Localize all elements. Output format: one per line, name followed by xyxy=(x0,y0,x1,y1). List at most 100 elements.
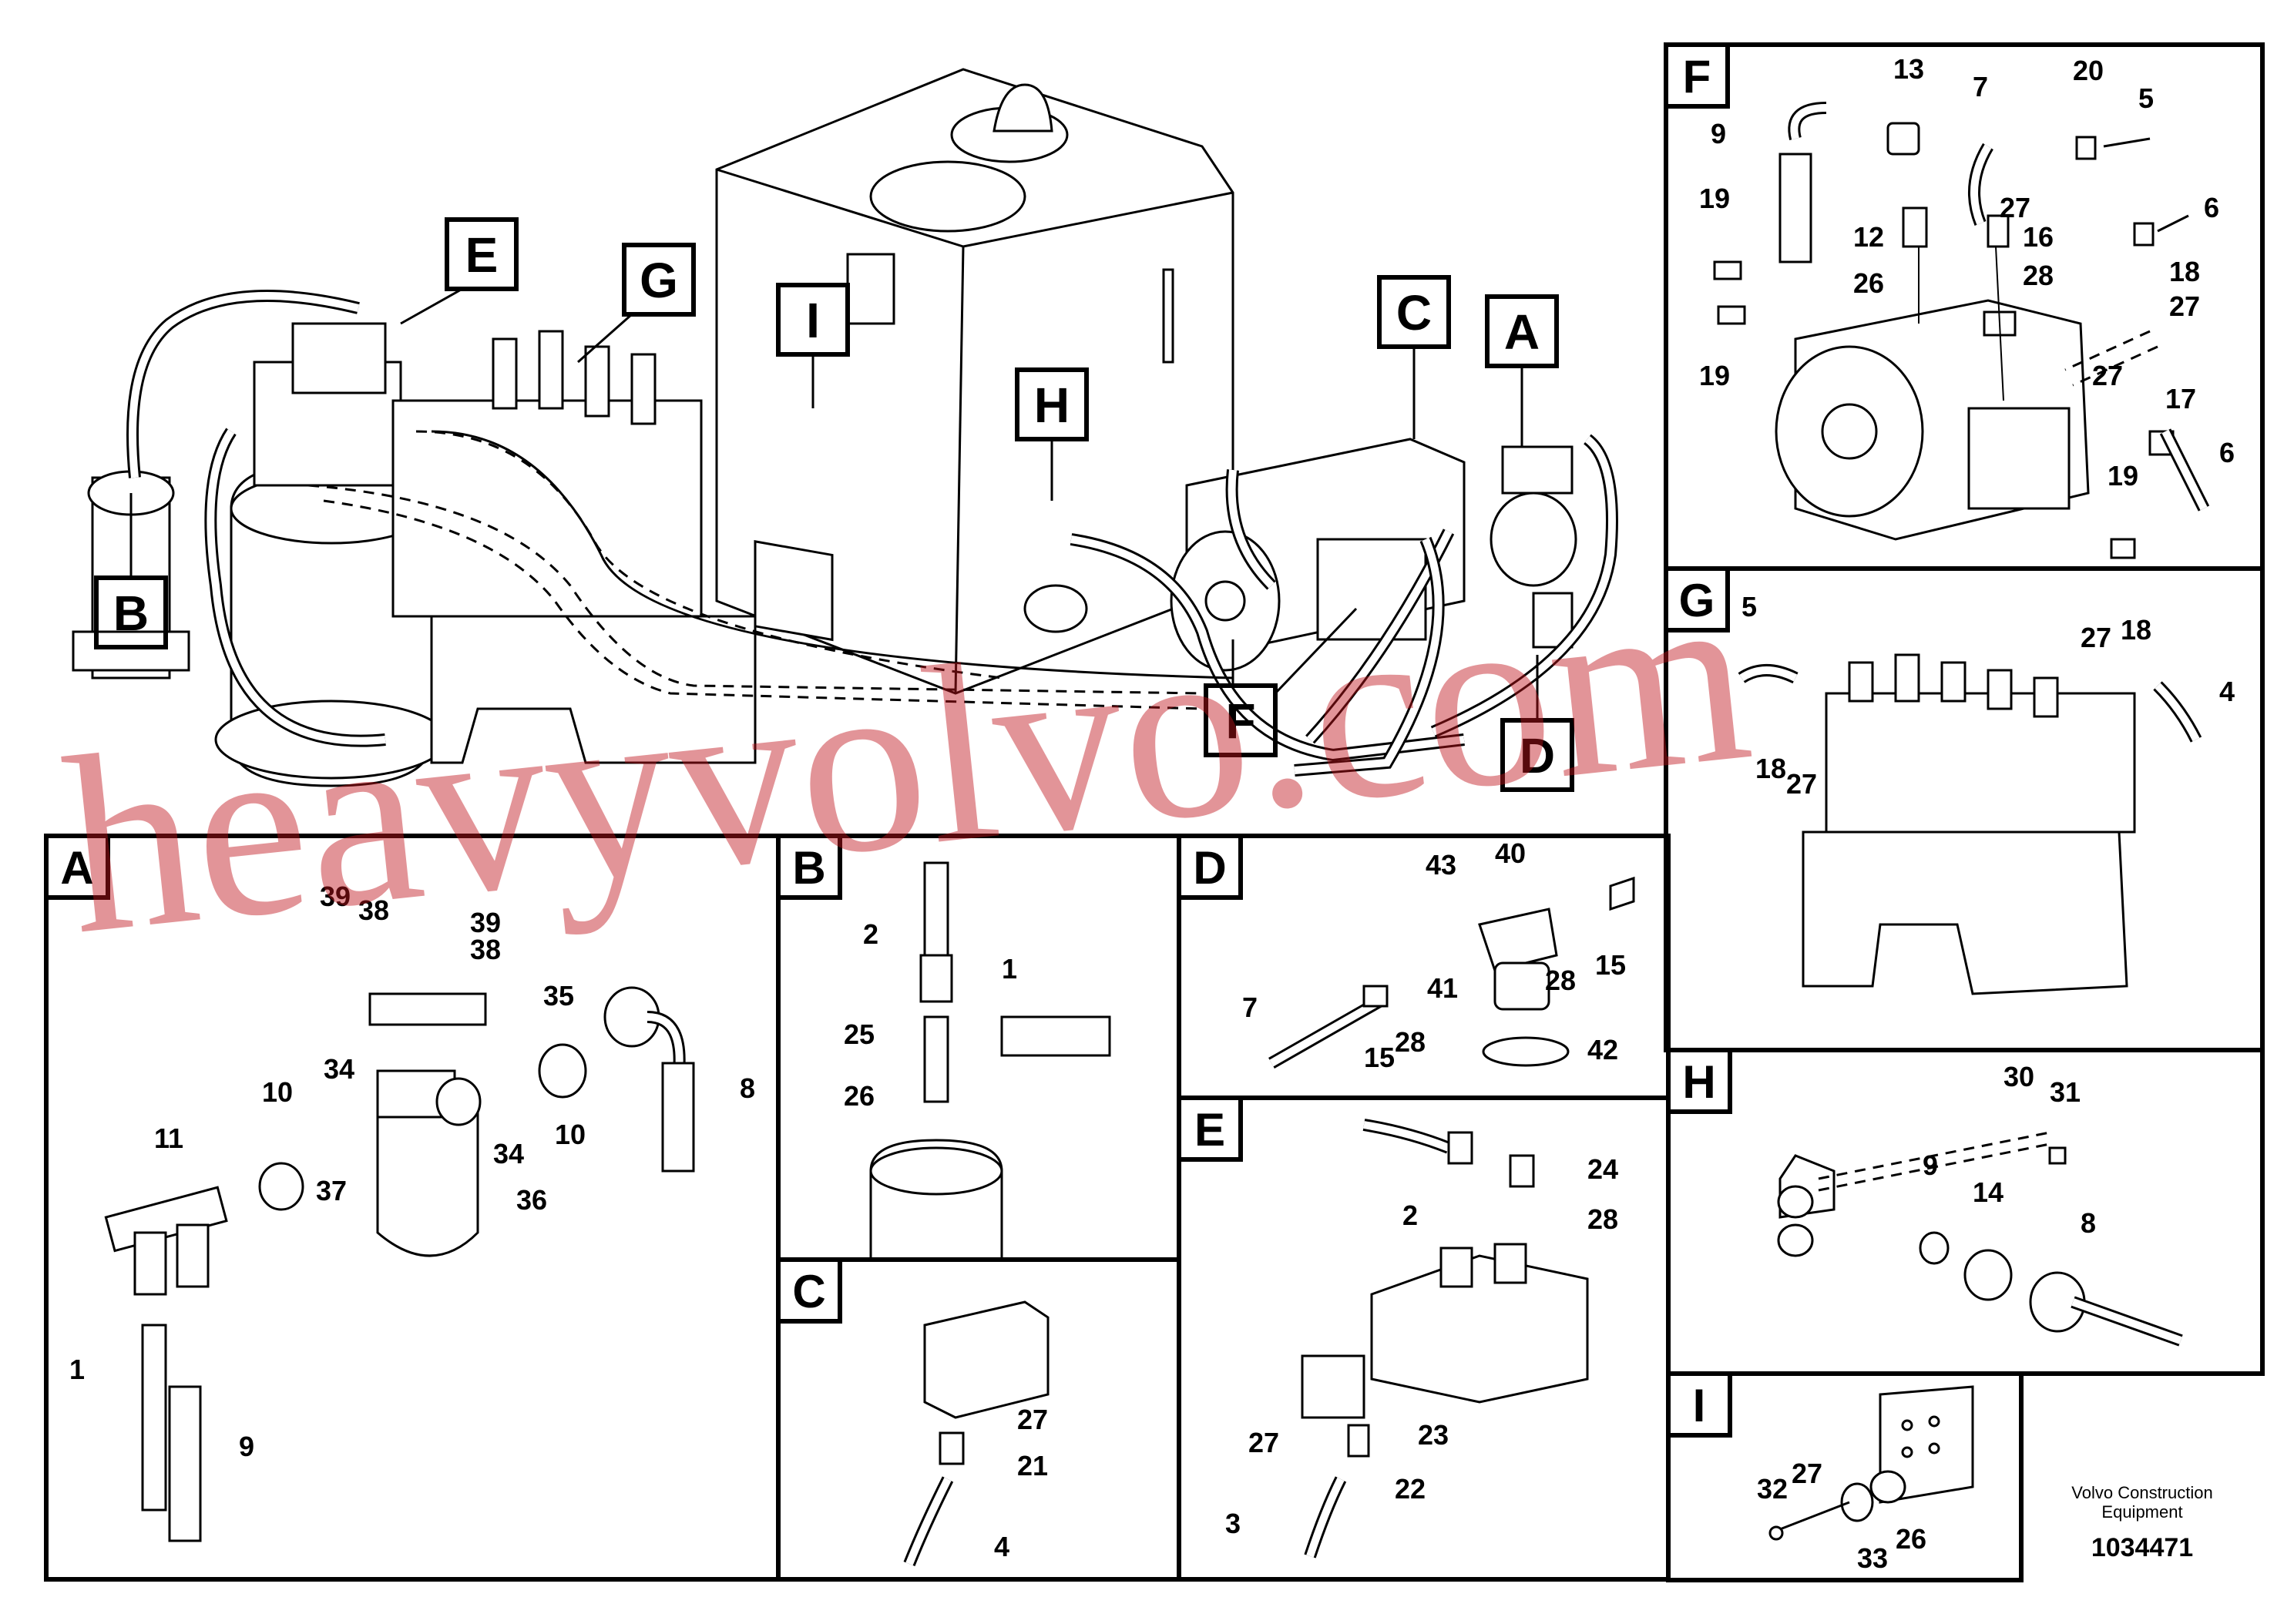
svg-text:9: 9 xyxy=(1923,1149,1938,1181)
panel-d: D 43 40 15 7 41 28 15 28 42 xyxy=(1177,834,1671,1100)
svg-text:36: 36 xyxy=(516,1184,547,1216)
svg-text:A: A xyxy=(1504,304,1540,360)
callout-box-a: A xyxy=(1485,294,1559,447)
svg-text:D: D xyxy=(1520,728,1555,783)
svg-text:22: 22 xyxy=(1395,1473,1426,1505)
panel-g-labels: 5 27 18 4 18 27 xyxy=(1741,591,2235,800)
svg-text:14: 14 xyxy=(1973,1176,2003,1208)
svg-text:30: 30 xyxy=(2003,1061,2034,1092)
svg-text:5: 5 xyxy=(1741,591,1757,622)
svg-text:34: 34 xyxy=(493,1138,524,1169)
svg-text:18: 18 xyxy=(2121,614,2151,646)
svg-text:I: I xyxy=(1693,1380,1706,1431)
svg-text:41: 41 xyxy=(1427,972,1458,1004)
callout-box-e: E xyxy=(400,217,519,325)
svg-text:10: 10 xyxy=(555,1119,586,1150)
svg-text:23: 23 xyxy=(1418,1419,1449,1451)
panel-h: H 30 31 9 14 8 xyxy=(1666,1048,2265,1376)
callout-box-i: I xyxy=(776,283,850,408)
svg-text:C: C xyxy=(1396,285,1432,341)
svg-text:10: 10 xyxy=(262,1076,293,1108)
svg-text:7: 7 xyxy=(1242,992,1258,1023)
svg-text:8: 8 xyxy=(2081,1207,2096,1239)
panel-b-labels: 2 1 25 26 xyxy=(844,918,1017,1112)
panel-f: F 13 7 20 5 9 27 6 xyxy=(1664,42,2265,571)
svg-text:3: 3 xyxy=(1225,1508,1241,1539)
main-assembly xyxy=(72,68,1618,787)
callout-box-h: H xyxy=(1015,367,1089,501)
svg-text:4: 4 xyxy=(994,1531,1009,1562)
svg-text:7: 7 xyxy=(1973,71,1988,102)
panel-b: B 2 1 25 26 xyxy=(776,834,1181,1262)
svg-text:15: 15 xyxy=(1595,949,1626,981)
svg-text:27: 27 xyxy=(2081,622,2111,653)
svg-text:31: 31 xyxy=(2050,1076,2081,1108)
svg-text:33: 33 xyxy=(1857,1542,1888,1574)
panel-e-labels: 24 2 28 27 23 22 3 xyxy=(1225,1153,1618,1539)
svg-text:27: 27 xyxy=(1786,768,1817,800)
svg-text:18: 18 xyxy=(2169,256,2200,287)
svg-text:F: F xyxy=(1683,51,1711,102)
panel-c: C 27 21 4 xyxy=(776,1257,1181,1582)
svg-text:B: B xyxy=(792,842,825,894)
panel-e: E 24 2 28 27 23 22 3 xyxy=(1177,1096,1671,1582)
svg-text:20: 20 xyxy=(2073,55,2104,86)
svg-text:G: G xyxy=(1679,575,1715,626)
panel-g: G 5 27 18 4 18 27 xyxy=(1664,566,2265,1052)
svg-text:9: 9 xyxy=(239,1431,254,1462)
brand-line-2: Equipment xyxy=(2101,1502,2182,1522)
svg-text:39: 39 xyxy=(320,881,351,912)
panel-a-labels: 39 38 39 38 35 10 34 11 37 34 10 36 8 1 … xyxy=(69,881,755,1462)
svg-text:26: 26 xyxy=(1853,267,1884,299)
svg-text:E: E xyxy=(1194,1104,1225,1156)
svg-text:32: 32 xyxy=(1757,1473,1788,1505)
svg-text:H: H xyxy=(1034,377,1070,433)
callout-box-d: D xyxy=(1500,655,1574,792)
callout-box-f: F xyxy=(1204,607,1358,757)
panel-c-labels: 27 21 4 xyxy=(994,1404,1048,1562)
svg-text:G: G xyxy=(640,253,678,308)
svg-text:25: 25 xyxy=(844,1018,875,1050)
svg-text:28: 28 xyxy=(1395,1026,1426,1058)
main-hoses xyxy=(126,290,1618,777)
svg-text:15: 15 xyxy=(1364,1042,1395,1073)
svg-text:39: 39 xyxy=(470,907,501,938)
svg-text:35: 35 xyxy=(543,980,574,1012)
svg-text:A: A xyxy=(60,842,93,894)
svg-text:F: F xyxy=(1225,693,1255,749)
swing-motor xyxy=(72,322,448,787)
svg-text:38: 38 xyxy=(470,934,501,965)
callout-box-b: B xyxy=(94,493,168,649)
svg-text:B: B xyxy=(113,586,149,641)
panel-a: A 39 38 39 38 35 10 34 11 37 34 10 36 8 xyxy=(44,834,781,1582)
svg-text:27: 27 xyxy=(2000,192,2030,223)
svg-text:17: 17 xyxy=(2165,383,2196,414)
svg-text:2: 2 xyxy=(1402,1200,1418,1231)
callout-box-g: G xyxy=(577,243,696,364)
svg-text:H: H xyxy=(1682,1056,1715,1108)
svg-text:19: 19 xyxy=(1699,360,1730,391)
svg-text:18: 18 xyxy=(1755,753,1786,784)
svg-text:I: I xyxy=(806,293,820,348)
svg-text:26: 26 xyxy=(1896,1523,1926,1555)
svg-text:D: D xyxy=(1193,842,1226,894)
svg-text:4: 4 xyxy=(2219,676,2235,707)
svg-text:5: 5 xyxy=(2138,82,2154,114)
hydraulic-tank xyxy=(715,68,1234,695)
svg-text:19: 19 xyxy=(2108,460,2138,492)
svg-text:C: C xyxy=(792,1266,825,1317)
svg-text:42: 42 xyxy=(1587,1034,1618,1065)
svg-text:6: 6 xyxy=(2219,437,2235,468)
panel-f-labels: 13 7 20 5 9 27 6 19 12 16 26 28 18 27 19… xyxy=(1699,53,2235,492)
svg-text:34: 34 xyxy=(324,1053,354,1085)
footer: Volvo Construction Equipment 1034471 xyxy=(2071,1483,2212,1562)
svg-text:11: 11 xyxy=(154,1122,183,1154)
svg-text:27: 27 xyxy=(1792,1458,1822,1489)
svg-text:1: 1 xyxy=(69,1354,85,1385)
svg-text:8: 8 xyxy=(740,1072,755,1104)
panel-i: I 32 27 33 26 xyxy=(1666,1371,2024,1582)
svg-text:43: 43 xyxy=(1426,849,1456,881)
panel-h-labels: 30 31 9 14 8 xyxy=(1923,1061,2096,1239)
svg-text:27: 27 xyxy=(2092,360,2123,391)
svg-text:12: 12 xyxy=(1853,221,1884,253)
